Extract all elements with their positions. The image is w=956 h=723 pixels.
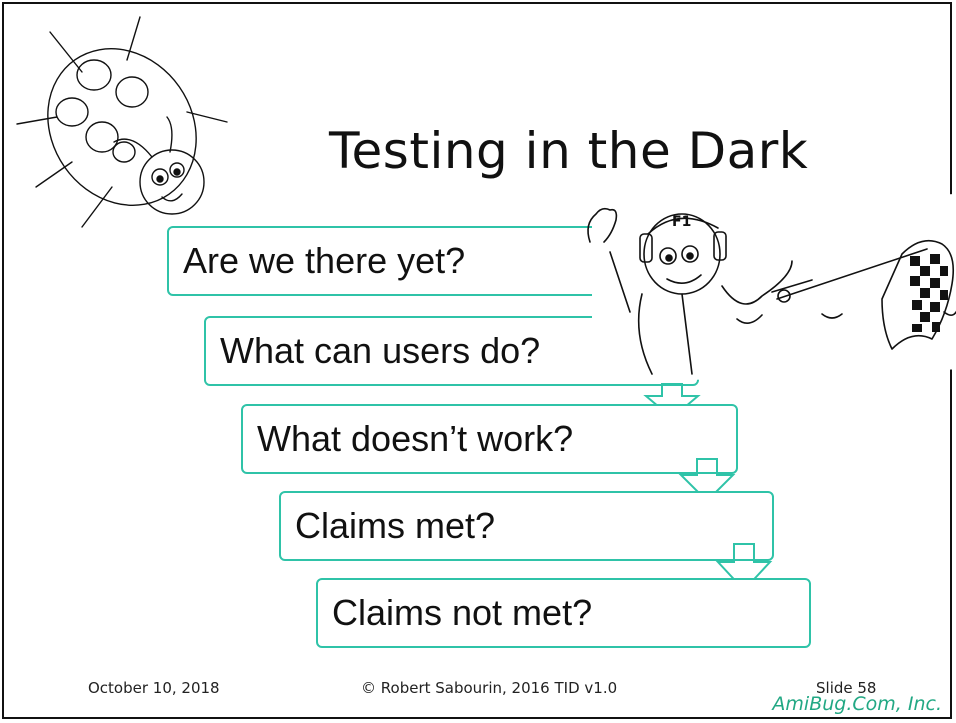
ladybug-illustration [16,16,228,228]
step-are-we-there-yet: Are we there yet? [167,226,662,296]
down-arrow-icon [678,458,736,503]
footer-copyright: © Robert Sabourin, 2016 TID v1.0 [361,679,618,697]
step-what-doesnt-work: What doesn’t work? [241,404,738,474]
step-claims-not-met: Claims not met? [316,578,811,648]
brand-signature: AmiBug.Com, Inc. [772,693,942,715]
down-arrow-icon [715,543,773,592]
footer-slide-number: Slide 58 [816,679,877,697]
race-flag-illustration: F1 [587,194,956,384]
slide-title: Testing in the Dark [329,122,809,180]
cap-label: F1 [672,214,691,230]
footer-date: October 10, 2018 [88,679,220,697]
step-claims-met: Claims met? [279,491,774,561]
